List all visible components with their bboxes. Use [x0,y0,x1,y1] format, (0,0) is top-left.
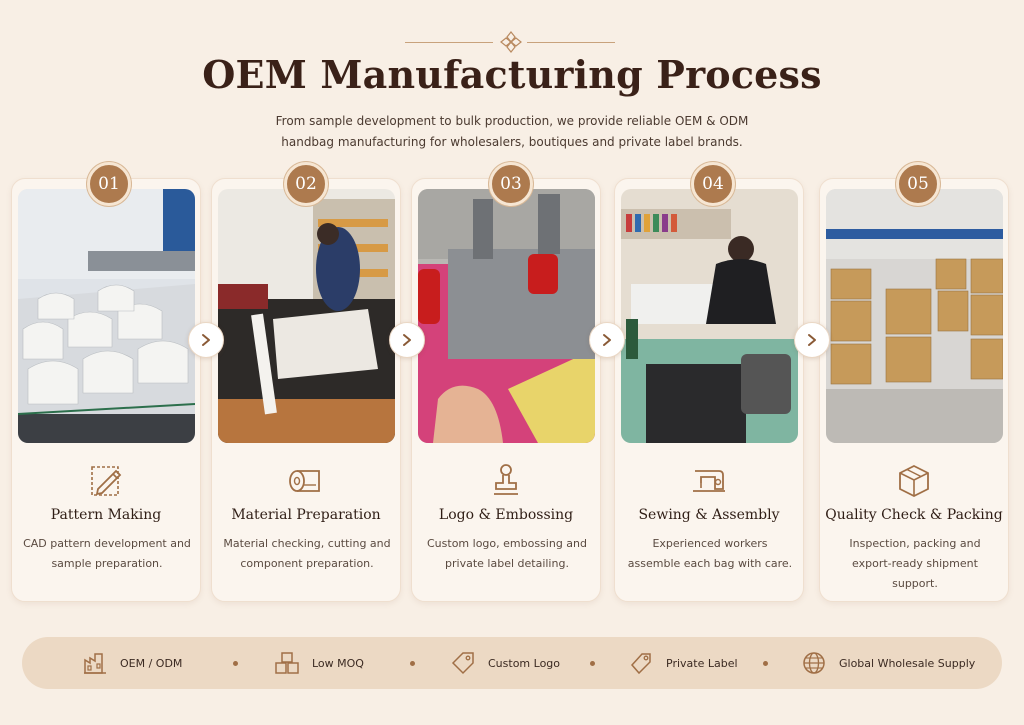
separator-dot [233,661,238,666]
feature-private-label: Private Label [628,637,738,689]
step-photo [18,189,195,443]
step-number-badge: 02 [284,162,328,206]
next-arrow-icon [589,322,625,358]
step-title: Logo & Embossing [438,507,574,523]
feature-oem-odm: OEM / ODM [82,637,182,689]
step-description: Inspection, packing and export-ready shi… [849,537,981,590]
title-ornament [0,30,1024,54]
step-description: Custom logo, embossing and private label… [427,537,587,570]
factory-icon [84,653,106,674]
feature-custom-logo: Custom Logo [450,637,560,689]
step-photo [621,189,798,443]
step-description: Material checking, cutting and component… [223,537,391,570]
step-photo [418,189,595,443]
boxes-icon [275,652,299,674]
step-photo [826,189,1003,443]
fabric-roll-icon [212,461,400,501]
feature-label: Custom Logo [488,656,561,670]
step-card-sewing-assembly: Sewing & Assembly Experienced workers as… [614,178,804,602]
step-card-quality-check-packing: Quality Check & Packing Inspection, pack… [819,178,1009,602]
feature-label: Global Wholesale Supply [839,656,976,670]
step-number-badge: 04 [691,162,735,206]
step-description: Experienced workers assemble each bag wi… [627,537,793,570]
separator-dot [763,661,768,666]
step-title: Material Preparation [231,507,381,523]
step-number-badge: 01 [87,162,131,206]
feature-label: Private Label [666,656,738,670]
pencil-icon [12,461,200,501]
feature-label: Low MOQ [312,656,364,670]
box-icon [820,461,1008,501]
page-title: OEM Manufacturing Process [202,52,822,97]
step-title: Pattern Making [50,507,162,523]
step-card-pattern-making: Pattern Making CAD pattern development a… [11,178,201,602]
sewing-machine-icon [615,461,803,501]
ornament-icon [500,31,522,53]
feature-label: OEM / ODM [120,656,183,670]
separator-dot [410,661,415,666]
feature-low-moq: Low MOQ [274,637,364,689]
step-card-material-preparation: Material Preparation Material checking, … [211,178,401,602]
feature-global-wholesale-supply: Global Wholesale Supply [801,637,975,689]
step-title: Sewing & Assembly [638,507,780,523]
step-title: Quality Check & Packing [825,507,1003,523]
next-arrow-icon [389,322,425,358]
step-number-badge: 03 [489,162,533,206]
next-arrow-icon [188,322,224,358]
tag-icon [451,652,474,675]
step-description: CAD pattern development and sample prepa… [23,537,191,570]
step-card-logo-embossing: Logo & Embossing Custom logo, embossing … [411,178,601,602]
label-icon [630,653,651,675]
page-subtitle: From sample development to bulk producti… [275,114,749,149]
stamp-icon [412,461,600,501]
next-arrow-icon [794,322,830,358]
step-photo [218,189,395,443]
step-number-badge: 05 [896,162,940,206]
globe-icon [803,652,825,674]
features-bar: OEM / ODM Low MOQ Custom Logo Private La… [22,637,1002,689]
separator-dot [590,661,595,666]
